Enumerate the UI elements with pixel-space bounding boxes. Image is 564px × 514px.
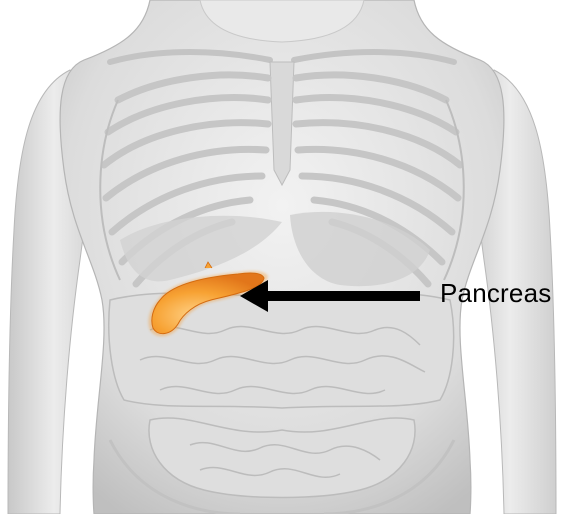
- pancreas-label: Pancreas: [440, 278, 551, 309]
- sternum: [270, 62, 294, 185]
